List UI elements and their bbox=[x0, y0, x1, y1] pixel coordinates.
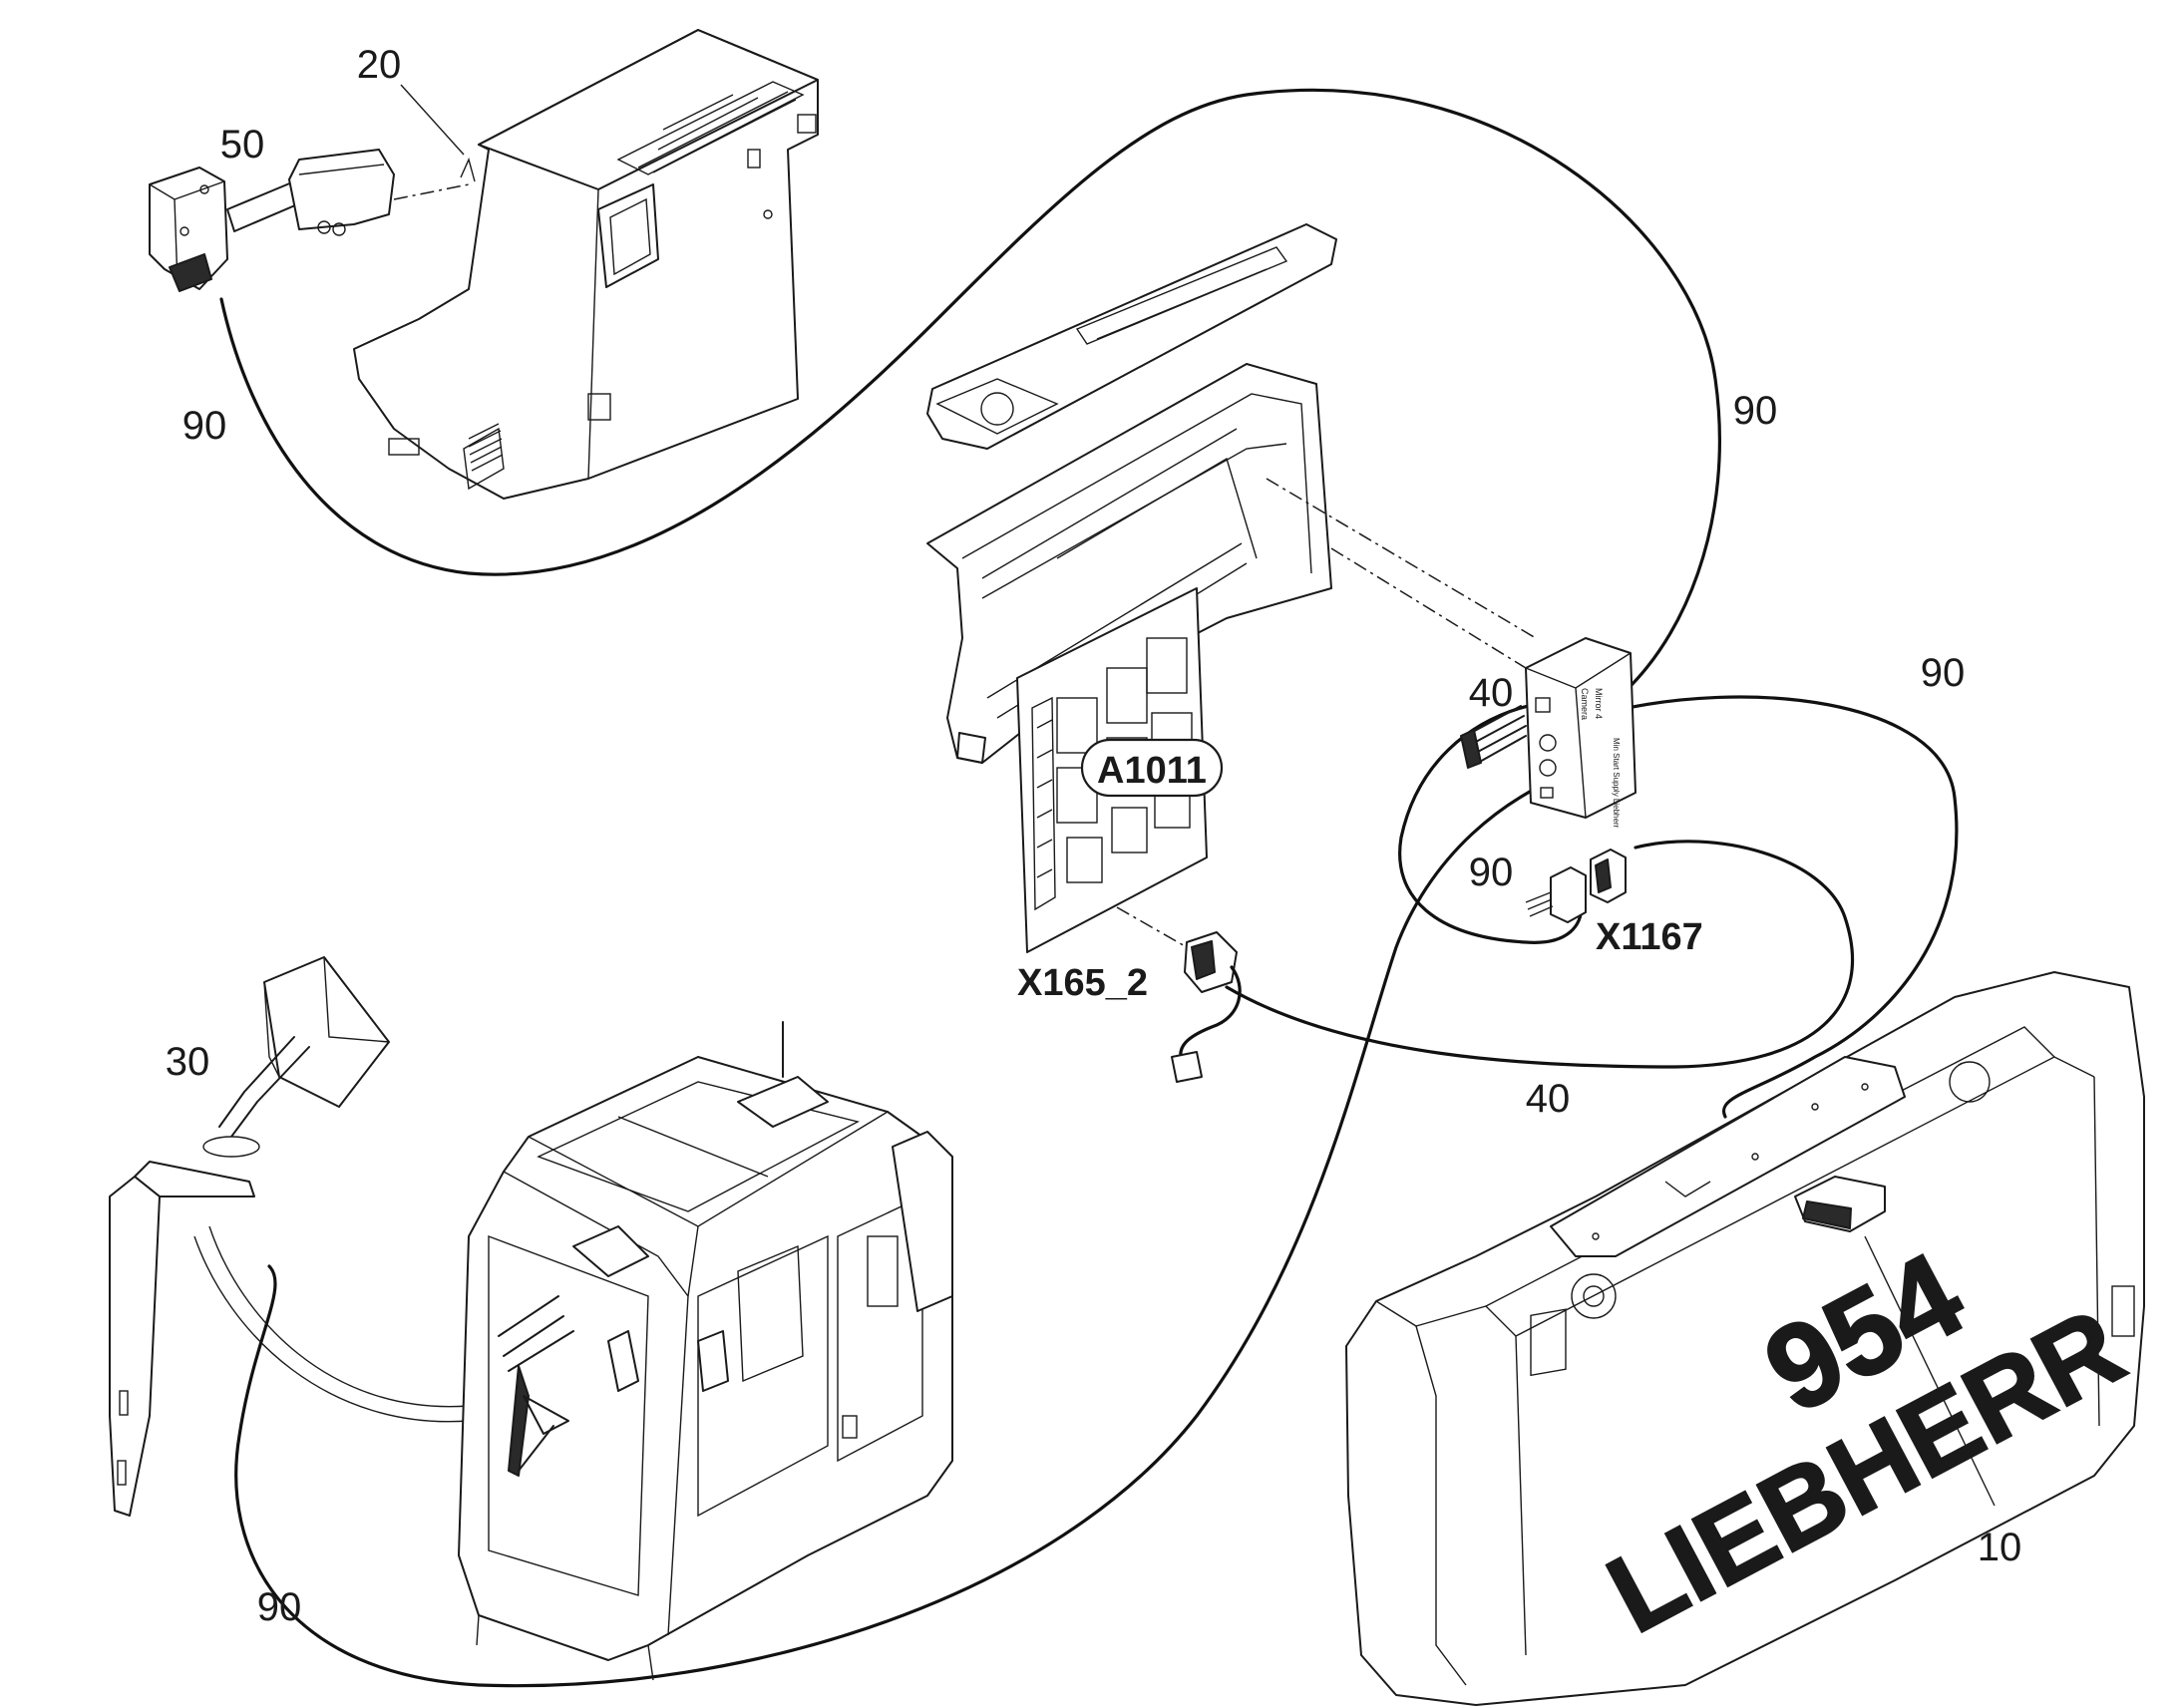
harness-cables bbox=[219, 88, 1959, 1688]
engine-cover bbox=[353, 29, 819, 500]
control-box-text-2: Camera bbox=[1580, 688, 1590, 720]
control-box-text-1: Mirror 4 bbox=[1594, 688, 1604, 719]
connector-x1167: X1167 bbox=[1525, 849, 1703, 958]
callout-50: 50 bbox=[220, 123, 265, 167]
cable-40-lower-loop bbox=[1225, 840, 1855, 1069]
control-box: Mirror 4 Camera Min Start Supply Liebher… bbox=[1330, 547, 1636, 829]
callout-40-upper: 40 bbox=[1469, 671, 1514, 715]
connector-x165-2: X165_2 bbox=[1017, 931, 1242, 1083]
cable-90-bottom-loop bbox=[234, 756, 1618, 1688]
x1167-label: X1167 bbox=[1596, 916, 1703, 958]
relay-board-a1011: A1011 bbox=[1016, 587, 1224, 953]
operator-cab bbox=[458, 1021, 953, 1681]
cable-90-top-loop bbox=[219, 88, 1722, 710]
callout-90-right-mid: 90 bbox=[1921, 651, 1966, 695]
cable-90-right-loop bbox=[1604, 695, 1959, 1119]
cable-40-x165 bbox=[1398, 701, 1584, 944]
callout-90-topleft: 90 bbox=[182, 404, 227, 448]
x165-2-label: X165_2 bbox=[1017, 962, 1148, 1004]
mirror-bracket-assembly bbox=[109, 956, 470, 1517]
callout-10: 10 bbox=[1978, 1526, 2022, 1569]
callout-40-lower: 40 bbox=[1526, 1077, 1571, 1121]
console-frame bbox=[926, 223, 1537, 764]
callout-90-bottom: 90 bbox=[257, 1585, 302, 1629]
callouts: 20 50 90 90 90 40 90 40 30 90 10 bbox=[166, 43, 2022, 1629]
camera-bracket-assembly bbox=[149, 149, 476, 292]
a1011-label: A1011 bbox=[1097, 750, 1207, 792]
a1011-label-box bbox=[1080, 738, 1224, 798]
callout-20: 20 bbox=[357, 43, 402, 87]
callout-90-center: 90 bbox=[1469, 851, 1514, 894]
callout-30: 30 bbox=[166, 1040, 210, 1084]
callout-90-right-upper: 90 bbox=[1733, 389, 1778, 433]
control-box-text-3: Min Start Supply Liebherr bbox=[1612, 738, 1621, 829]
counterweight: 954 LIEBHERR bbox=[1345, 971, 2145, 1706]
